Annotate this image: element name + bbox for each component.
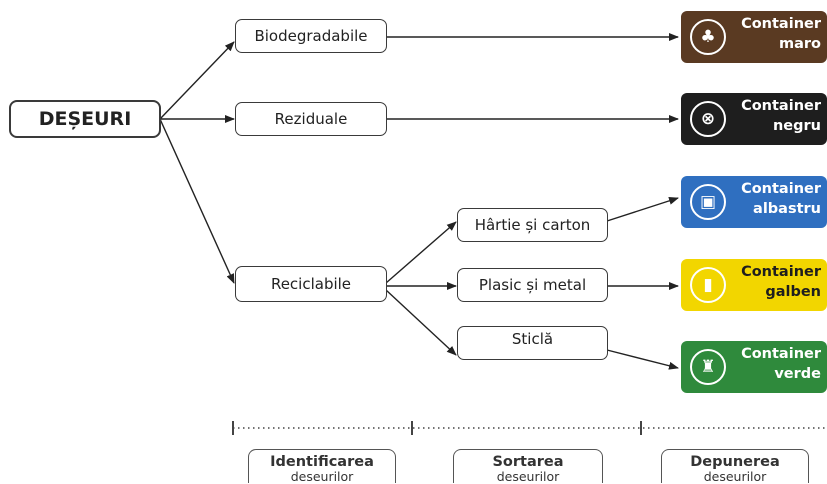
stage-title: Sortarea: [492, 454, 564, 470]
container-label: Container: [741, 16, 821, 32]
container-color-label: albastru: [753, 201, 821, 217]
category-label: Reziduale: [274, 110, 348, 128]
container-negru: ⊗ Container negru: [681, 93, 827, 145]
stage-title: Identificarea: [270, 454, 374, 470]
paper-box-icon: ▣: [690, 184, 726, 220]
residual-waste-icon: ⊗: [690, 101, 726, 137]
arrow-sticla-verde: [606, 349, 679, 370]
category-node-reciclabile: Reciclabile: [235, 266, 387, 302]
stage-identificarea: Identificarea deseurilor: [248, 449, 396, 483]
subcategory-label: Hârtie și carton: [474, 216, 591, 234]
arrow-reciclabile-hartie: [385, 221, 457, 284]
container-verde: ♜ Container verde: [681, 341, 827, 393]
arrow-root-biodegradabile: [159, 41, 235, 120]
container-label: Container: [741, 264, 821, 280]
stage-sortarea: Sortarea deseurilor: [453, 449, 603, 483]
compost-icon: ♣: [690, 19, 726, 55]
container-albastru: ▣ Container albastru: [681, 176, 827, 228]
category-node-biodegradabile: Biodegradabile: [235, 19, 387, 53]
container-color-label: galben: [765, 284, 821, 300]
category-label: Biodegradabile: [254, 27, 368, 45]
stage-subtitle: deseurilor: [703, 469, 767, 484]
arrow-root-reciclabile: [159, 118, 235, 284]
container-color-label: negru: [772, 118, 821, 134]
timeline: [232, 421, 827, 435]
category-label: Reciclabile: [270, 275, 352, 293]
subcategory-label: Sticlă: [511, 330, 554, 348]
subcategory-node-hartie: Hârtie și carton: [457, 208, 608, 242]
subcategory-label: Plasic și metal: [478, 276, 587, 294]
container-label: Container: [741, 98, 821, 114]
subcategory-node-plastic: Plasic și metal: [457, 268, 608, 302]
container-galben: ▮ Container galben: [681, 259, 827, 311]
stage-subtitle: deseurilor: [496, 469, 560, 484]
container-label: Container: [741, 181, 821, 197]
container-maro: ♣ Container maro: [681, 11, 827, 63]
container-color-label: maro: [778, 36, 821, 52]
glass-bottle-icon: ♜: [690, 349, 726, 385]
stage-depunerea: Depunerea deseurilor: [661, 449, 809, 483]
container-color-label: verde: [774, 366, 821, 382]
arrow-hartie-albastru: [606, 196, 679, 222]
container-label: Container: [741, 346, 821, 362]
category-node-reziduale: Reziduale: [235, 102, 387, 136]
subcategory-node-sticla: Sticlă: [457, 326, 608, 360]
stage-subtitle: deseurilor: [290, 469, 354, 484]
plastic-metal-icon: ▮: [690, 267, 726, 303]
arrow-reciclabile-sticla: [385, 289, 457, 356]
stage-title: Depunerea: [690, 454, 780, 470]
root-node-deseuri: DEȘEURI: [9, 100, 161, 138]
root-label: DEȘEURI: [38, 108, 132, 130]
